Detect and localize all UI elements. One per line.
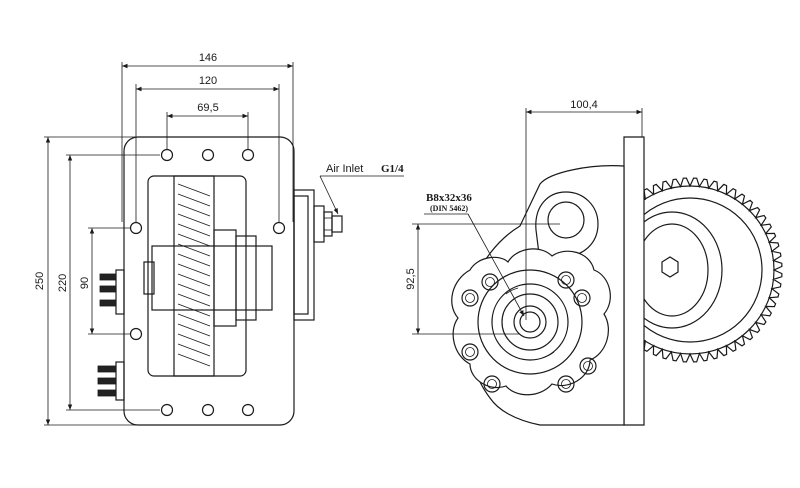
flange-edge: [623, 136, 645, 426]
dim-69-5: 69,5: [166, 102, 249, 150]
dim-220: 220: [57, 154, 160, 411]
side-view: 146 120 69,5 250 220: [34, 52, 404, 426]
dim-120-label: 120: [199, 75, 217, 87]
dim-100-4: 100,4: [525, 99, 643, 320]
dim-250: 250: [34, 136, 160, 426]
dim-220-label: 220: [57, 274, 69, 292]
flange-bolts: [461, 271, 597, 393]
dim-250-label: 250: [34, 272, 46, 290]
dim-69-5-label: 69,5: [197, 102, 218, 114]
gear-housing: [147, 175, 247, 377]
dim-92-5: 92,5: [405, 223, 560, 335]
studs: [97, 269, 125, 401]
air-inlet-label: Air Inlet: [326, 163, 363, 175]
dim-92-5-label: 92,5: [405, 268, 417, 289]
spline-label: B8x32x36: [426, 192, 472, 204]
air-inlet-callout: Air Inlet G1/4: [319, 163, 404, 215]
dim-90-label: 90: [79, 277, 91, 289]
flange-plate: [123, 136, 295, 426]
cover-housing: [293, 189, 315, 321]
thread-label: G1/4: [381, 163, 404, 175]
upper-boss-hole: [547, 201, 585, 239]
shaft: [151, 245, 273, 311]
scalloped-flange: [451, 248, 611, 396]
air-inlet-fitting: [313, 205, 343, 243]
spline-callout: B8x32x36 (DIN 5462): [424, 192, 525, 317]
dim-100-4-label: 100,4: [570, 99, 598, 111]
dim-146-label: 146: [199, 52, 217, 64]
dim-120: 120: [135, 75, 280, 222]
dim-146: 146: [121, 52, 294, 222]
dim-90: 90: [79, 227, 130, 335]
spline-std-label: (DIN 5462): [430, 204, 468, 213]
front-view: 100,4 92,5 B8x32x36 (DIN 5462): [405, 99, 783, 426]
helical-gear: [173, 175, 215, 377]
